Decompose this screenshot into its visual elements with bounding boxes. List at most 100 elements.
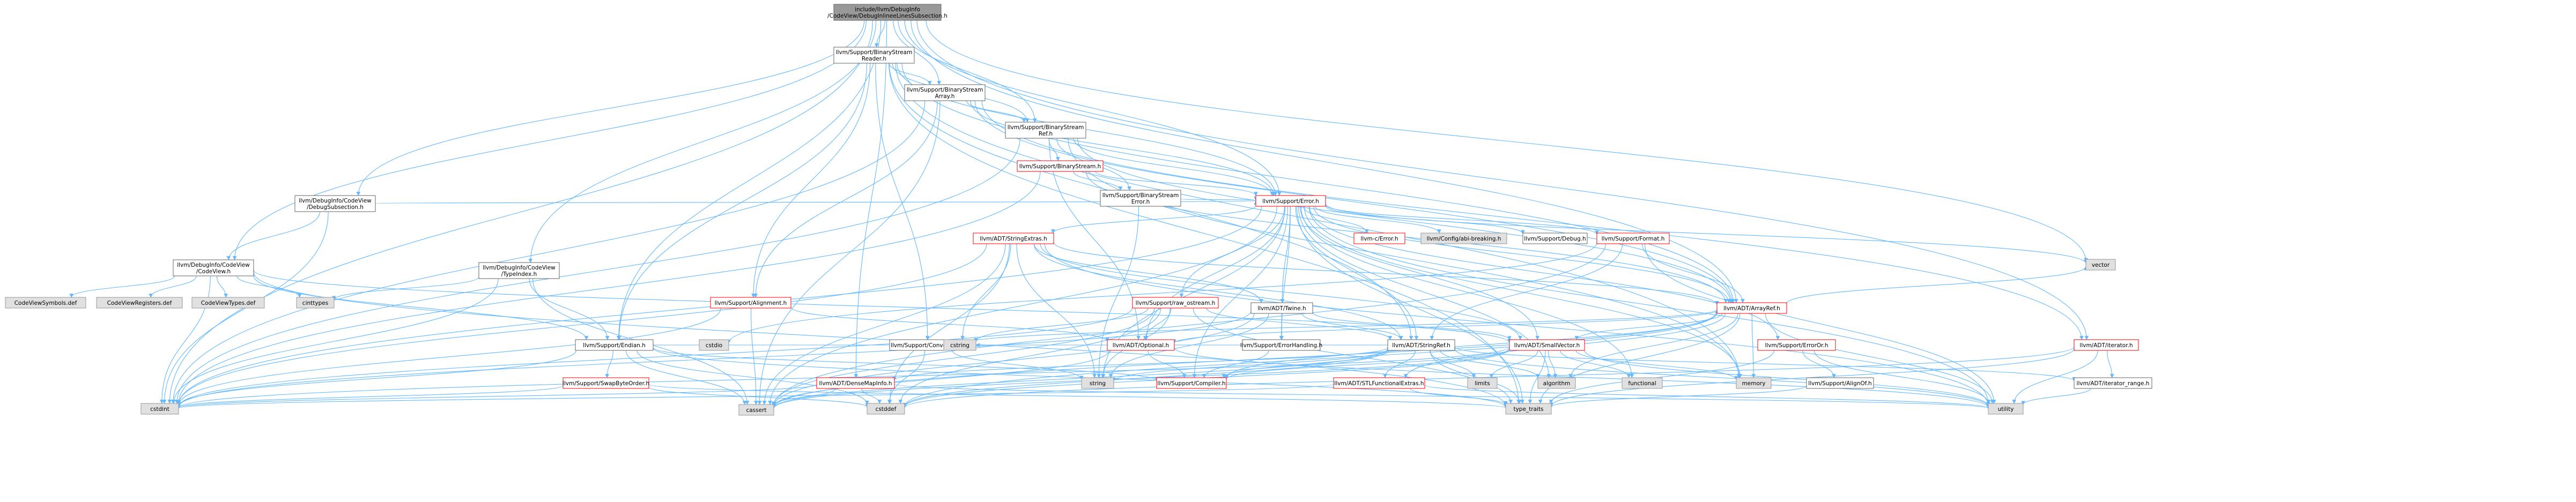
edge-conv-to-aref xyxy=(967,309,1719,344)
edge-bsa-to-cstdint xyxy=(171,100,926,404)
node-label: cstddef xyxy=(876,406,897,413)
node-box xyxy=(833,4,942,21)
edge-align-to-cassert xyxy=(750,308,758,405)
node-label: llvm-c/Error.h xyxy=(1361,236,1398,242)
node-comp[interactable]: llvm/Support/Compiler.h xyxy=(1156,377,1227,389)
edge-svec-to-memory xyxy=(1575,350,1738,380)
edge-err-to-eor xyxy=(1309,206,1780,340)
node-box xyxy=(96,297,183,309)
node-label: /CodeView/DebugInlineeLinesSubsection.h xyxy=(827,13,948,19)
edge-se-to-twine xyxy=(1033,243,1263,303)
edge-err-to-comp xyxy=(1192,206,1289,378)
node-endian[interactable]: llvm/Support/Endian.h xyxy=(575,339,654,351)
node-label: memory xyxy=(1742,380,1766,387)
edge-sref-to-cassert xyxy=(772,348,1388,409)
edge-bsr-to-err xyxy=(897,63,1278,196)
node-label: llvm/ADT/SmallVector.h xyxy=(1514,342,1580,349)
node-cerr[interactable]: llvm-c/Error.h xyxy=(1353,233,1405,244)
node-box xyxy=(191,297,265,309)
node-label: llvm/Support/Compiler.h xyxy=(1157,380,1225,387)
node-iterr[interactable]: llvm/ADT/iterator_range.h xyxy=(2074,377,2152,389)
edge-svec-to-typetraits xyxy=(1528,350,1546,404)
node-svec[interactable]: llvm/ADT/SmallVector.h xyxy=(1509,339,1585,351)
node-root[interactable]: include/llvm/DebugInfo/CodeView/DebugInl… xyxy=(827,4,948,21)
edge-endian-to-sbo xyxy=(605,350,613,378)
node-sbo[interactable]: llvm/Support/SwapByteOrder.h xyxy=(562,377,649,389)
node-box xyxy=(1017,160,1104,172)
node-twine[interactable]: llvm/ADT/Twine.h xyxy=(1250,302,1313,314)
node-cstring: cstring xyxy=(943,339,976,351)
node-fmt[interactable]: llvm/Support/Format.h xyxy=(1596,233,1670,244)
edge-root-to-cv xyxy=(232,20,867,260)
edge-se-to-svec xyxy=(1040,243,1522,340)
edge-se-to-sref xyxy=(1033,243,1403,340)
node-stlfe[interactable]: llvm/ADT/STLFunctionalExtras.h xyxy=(1333,377,1425,389)
edge-conv-to-cstddef xyxy=(887,350,926,404)
node-se[interactable]: llvm/ADT/StringExtras.h xyxy=(973,233,1054,244)
node-label: cstdio xyxy=(706,342,722,349)
node-opt[interactable]: llvm/ADT/Optional.h xyxy=(1107,339,1175,351)
node-iter[interactable]: llvm/ADT/iterator.h xyxy=(2074,339,2139,351)
node-rawos[interactable]: llvm/Support/raw_ostream.h xyxy=(1132,297,1219,309)
node-label: string xyxy=(1090,380,1106,387)
node-box xyxy=(1537,377,1576,389)
edge-iterr-to-utility xyxy=(2021,388,2091,405)
edge-rawos-to-cstdint xyxy=(176,307,1133,408)
edge-twine-to-cassert xyxy=(772,313,1255,407)
node-err[interactable]: llvm/Support/Error.h xyxy=(1255,195,1326,207)
node-label: CodeViewTypes.def xyxy=(201,300,256,306)
node-bs[interactable]: llvm/Support/BinaryStream.h xyxy=(1017,160,1104,172)
edge-bsr-to-bsa xyxy=(889,63,932,85)
node-aref[interactable]: llvm/ADT/ArrayRef.h xyxy=(1716,302,1787,314)
edge-bsa-to-iter xyxy=(981,100,2084,340)
node-label: llvm/DebugInfo/CodeView xyxy=(177,262,250,268)
edge-bs-to-err xyxy=(1095,171,1258,196)
edge-eor-to-typetraits xyxy=(1549,350,1775,404)
node-cv[interactable]: llvm/DebugInfo/CodeView/CodeView.h xyxy=(173,259,254,276)
node-box xyxy=(1387,339,1455,351)
node-box xyxy=(738,404,774,416)
edge-ti-to-cstdint xyxy=(172,278,499,404)
node-box xyxy=(1333,377,1425,389)
node-align[interactable]: llvm/Support/Alignment.h xyxy=(710,297,791,309)
edge-twine-to-svec xyxy=(1312,312,1512,341)
edge-svec-to-utility xyxy=(1584,350,1990,407)
node-ti[interactable]: llvm/DebugInfo/CodeView/TypeIndex.h xyxy=(478,262,560,279)
node-alignof[interactable]: llvm/Support/AlignOf.h xyxy=(1806,377,1874,389)
node-eor[interactable]: llvm/Support/ErrorOr.h xyxy=(1757,339,1836,351)
node-box xyxy=(1467,377,1498,389)
edge-bsr-to-conv xyxy=(875,63,930,340)
node-eh[interactable]: llvm/Support/ErrorHandling.h xyxy=(1240,339,1322,351)
edge-endian-to-comp xyxy=(653,347,1159,381)
edge-bsa-to-aref xyxy=(974,100,1734,303)
node-typetraits: type_traits xyxy=(1505,403,1552,415)
node-label: llvm/Support/BinaryStream xyxy=(907,87,983,93)
node-label: Reader.h xyxy=(862,56,886,62)
node-box xyxy=(5,297,86,309)
node-label: llvm/ADT/DenseMapInfo.h xyxy=(819,380,892,387)
node-label: llvm/DebugInfo/CodeView xyxy=(299,198,372,204)
edge-err-to-twine xyxy=(1280,206,1291,303)
node-label: llvm/Support/BinaryStream.h xyxy=(1019,163,1101,170)
node-box xyxy=(1806,377,1874,389)
edge-iter-to-iterr xyxy=(2107,350,2114,378)
edge-err-to-opt xyxy=(1144,206,1286,340)
node-sref[interactable]: llvm/ADT/StringRef.h xyxy=(1387,339,1455,351)
node-dbg[interactable]: llvm/Support/Debug.h xyxy=(1522,233,1588,244)
node-dis[interactable]: llvm/DebugInfo/CodeView/DebugSubsection.… xyxy=(294,195,376,212)
node-box xyxy=(1242,339,1321,351)
edge-se-to-utility xyxy=(1044,243,1990,407)
edge-aref-to-vector xyxy=(1786,266,2088,304)
node-box xyxy=(816,377,895,389)
edge-err-to-sref xyxy=(1295,206,1419,340)
node-dmi[interactable]: llvm/ADT/DenseMapInfo.h xyxy=(816,377,895,389)
edge-err-to-fmt xyxy=(1325,204,1599,235)
node-box xyxy=(1107,339,1175,351)
node-label: llvm/ADT/Twine.h xyxy=(1257,305,1306,312)
edge-err-to-utility xyxy=(1308,206,1990,404)
edge-sref-to-string xyxy=(1112,349,1388,382)
